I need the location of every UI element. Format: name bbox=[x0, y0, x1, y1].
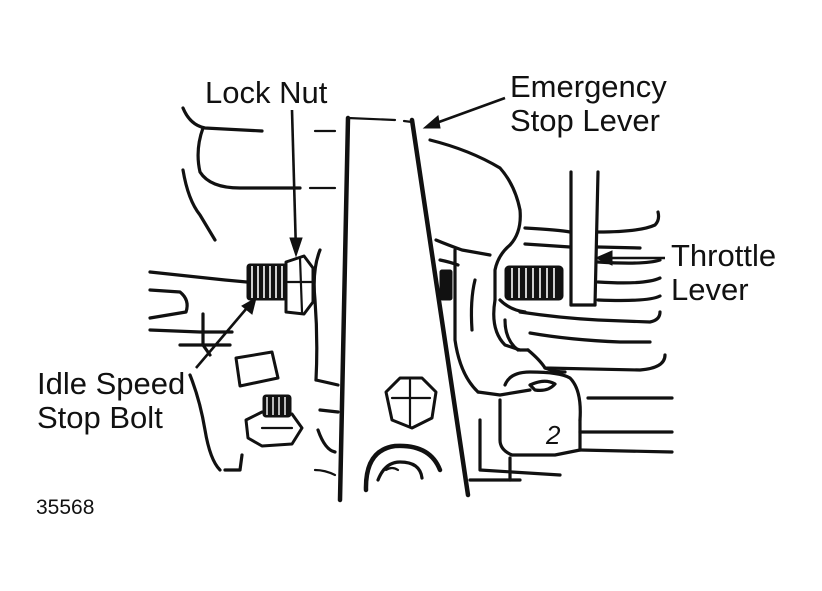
leader-lines bbox=[195, 96, 665, 369]
idle-speed-stop-bolt bbox=[246, 263, 288, 301]
throttle-lever-line1: Throttle bbox=[671, 238, 777, 273]
idle-speed-stop-bolt-line2: Stop Bolt bbox=[37, 400, 163, 435]
lower-casting bbox=[468, 370, 674, 482]
emergency-stop-lever-line1: Emergency bbox=[510, 69, 667, 104]
pump-housing bbox=[148, 106, 340, 477]
lock-nut-label: Lock Nut bbox=[205, 76, 327, 110]
figure-number: 35568 bbox=[36, 496, 95, 519]
idle-speed-stop-bolt-label: Idle Speed Stop Bolt bbox=[37, 367, 185, 435]
lower-fasteners bbox=[234, 350, 443, 493]
throttle-stop-screw bbox=[439, 265, 564, 301]
throttle-lever-label: Throttle Lever bbox=[671, 239, 776, 307]
emergency-stop-lever bbox=[337, 115, 471, 503]
throttle-lever-line2: Lever bbox=[671, 272, 749, 307]
emergency-stop-lever-label: Emergency Stop Lever bbox=[510, 70, 667, 138]
lock-nut bbox=[284, 254, 315, 316]
casting-mark: 2 bbox=[545, 420, 561, 450]
lock-nut-text: Lock Nut bbox=[205, 75, 328, 110]
governor-housing bbox=[428, 138, 667, 397]
emergency-stop-lever-line2: Stop Lever bbox=[510, 103, 660, 138]
idle-speed-stop-bolt-line1: Idle Speed bbox=[37, 366, 186, 401]
